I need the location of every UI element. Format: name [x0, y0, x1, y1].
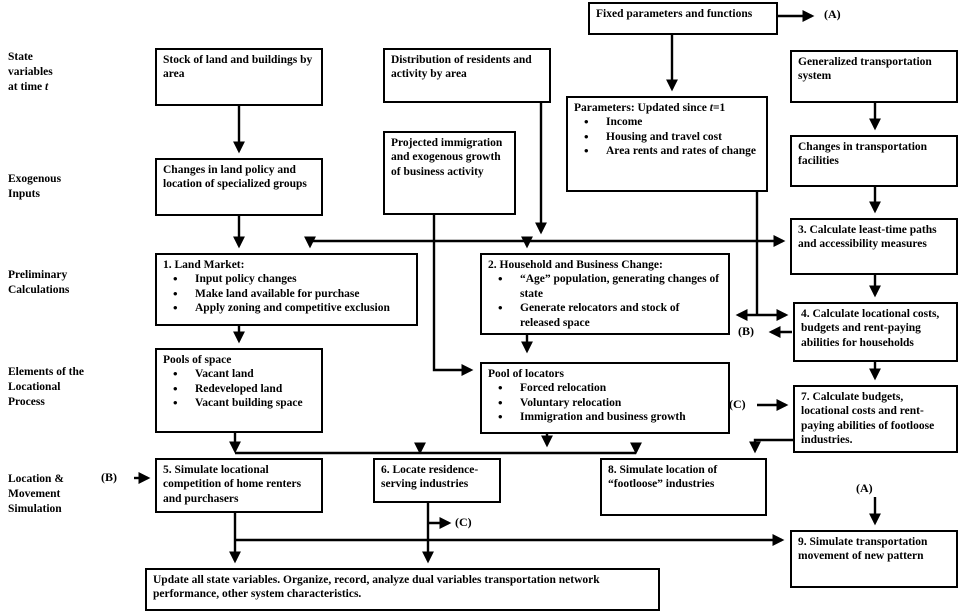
bullet-item: Voluntary relocation — [488, 395, 722, 412]
box-distribution-text: Distribution of residents and activity b… — [391, 54, 532, 81]
box-6-locate-residence-serving: 6. Locate residence-serving industries — [373, 458, 501, 503]
bullet-item: Input policy changes — [163, 271, 410, 288]
box-generalized-transportation: Generalized transportation system — [790, 50, 958, 103]
box-pools-of-space: Pools of space Vacant land Redeveloped l… — [155, 348, 323, 433]
box-parameters-updated: Parameters: Updated since t=1 Income Hou… — [566, 96, 768, 192]
box-stock-of-land-text: Stock of land and buildings by area — [163, 54, 313, 81]
bullet-item: “Age” population, generating changes of … — [488, 271, 722, 301]
box-5-text: 5. Simulate locational competition of ho… — [163, 464, 302, 505]
box-pools-title: Pools of space — [163, 354, 232, 366]
box-changes-land-policy: Changes in land policy and location of s… — [155, 158, 323, 216]
box-3-text: 3. Calculate least-time paths and access… — [798, 224, 937, 251]
arrow-box7-to-box8 — [749, 438, 793, 454]
bullet-item: Area rents and rates of change — [574, 143, 760, 160]
box-1-land-market: 1. Land Market: Input policy changes Mak… — [155, 253, 418, 326]
connector-label-a-top: (A) — [824, 7, 841, 21]
box-changes-transportation-facilities: Changes in transportation facilities — [790, 135, 958, 187]
household-bullet-list: “Age” population, generating changes of … — [488, 271, 722, 330]
box-update-text: Update all state variables. Organize, re… — [153, 574, 600, 601]
box-pool-of-locators: Pool of locators Forced relocation Volun… — [480, 362, 730, 434]
stage-label-location-movement-simulation: Location & Movement Simulation — [8, 473, 64, 515]
box-4-text: 4. Calculate locational costs, budgets a… — [801, 308, 940, 349]
box-2-household-business-change: 2. Household and Business Change: “Age” … — [480, 253, 730, 335]
box-projected-immigration: Projected immigration and exogenous grow… — [383, 131, 516, 215]
box-6-text: 6. Locate residence-serving industries — [381, 464, 479, 491]
stage-label-preliminary-calculations: Preliminary Calculations — [8, 269, 70, 296]
bullet-item: Housing and travel cost — [574, 129, 760, 146]
arrow-projected-to-poollocators — [432, 215, 474, 376]
bullet-item: Vacant building space — [163, 395, 315, 412]
stage-label-exogenous-inputs: Exogenous Inputs — [8, 173, 62, 200]
box-7-calculate-budgets: 7. Calculate budgets, locational costs a… — [793, 385, 958, 453]
connector-label-b-in: (B) — [101, 470, 117, 484]
box-transp-facilities-text: Changes in transportation facilities — [798, 141, 928, 168]
box-land-policy-text: Changes in land policy and location of s… — [163, 164, 307, 191]
box-fixed-parameters: Fixed parameters and functions — [588, 2, 778, 35]
box-5-simulate-locational-competition: 5. Simulate locational competition of ho… — [155, 458, 323, 513]
land-market-bullet-list: Input policy changes Make land available… — [163, 271, 410, 317]
box-update-state-variables: Update all state variables. Organize, re… — [145, 568, 660, 611]
box-2-title: 2. Household and Business Change: — [488, 259, 663, 271]
locators-bullet-list: Forced relocation Voluntary relocation I… — [488, 380, 722, 426]
box-distribution-of-residents: Distribution of residents and activity b… — [383, 48, 551, 103]
box-projected-text: Projected immigration and exogenous grow… — [391, 137, 503, 178]
bullet-item: Make land available for purchase — [163, 286, 410, 303]
bullet-item: Apply zoning and competitive exclusion — [163, 300, 410, 317]
connector-label-c-out: (C) — [455, 515, 472, 529]
stage-label-state-variables: State variables at time t — [8, 51, 53, 93]
parameters-bullet-list: Income Housing and travel cost Area rent… — [574, 114, 760, 160]
bullet-item: Income — [574, 114, 760, 131]
box-9-text: 9. Simulate transportation movement of n… — [798, 536, 928, 563]
box-8-simulate-location-footloose: 8. Simulate location of “footloose” indu… — [600, 458, 767, 516]
connector-label-b-out: (B) — [738, 324, 754, 338]
box-fixed-parameters-text: Fixed parameters and functions — [596, 8, 753, 20]
bullet-item: Generate relocators and stock of release… — [488, 300, 722, 330]
box-pool-locators-title: Pool of locators — [488, 368, 565, 380]
box-parameters-title: Parameters: Updated since t=1 — [574, 102, 726, 114]
box-7-text: 7. Calculate budgets, locational costs a… — [801, 391, 935, 447]
bullet-item: Vacant land — [163, 366, 315, 383]
pools-bullet-list: Vacant land Redeveloped land Vacant buil… — [163, 366, 315, 412]
box-8-text: 8. Simulate location of “footloose” indu… — [608, 464, 718, 491]
box-9-simulate-transportation-movement: 9. Simulate transportation movement of n… — [790, 530, 958, 588]
box-generalized-text: Generalized transportation system — [798, 56, 932, 83]
box-3-calculate-least-time: 3. Calculate least-time paths and access… — [790, 218, 958, 275]
bullet-item: Redeveloped land — [163, 381, 315, 398]
bullet-item: Immigration and business growth — [488, 409, 722, 426]
stage-label-elements-locational-process: Elements of the Locational Process — [8, 366, 85, 408]
box-4-calculate-locational-costs: 4. Calculate locational costs, budgets a… — [793, 302, 958, 362]
bullet-item: Forced relocation — [488, 380, 722, 397]
box-1-title: 1. Land Market: — [163, 259, 245, 271]
connector-label-a-bottom: (A) — [856, 481, 873, 495]
connector-label-c-in: (C) — [729, 397, 746, 411]
box-stock-of-land: Stock of land and buildings by area — [155, 48, 323, 106]
